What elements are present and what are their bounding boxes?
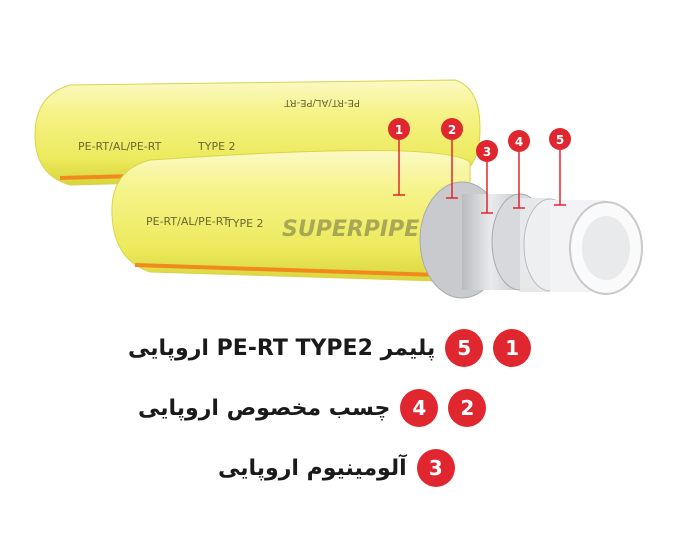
legend-row-3: آلومینیوم اروپایی 3	[218, 449, 455, 487]
front-pipe-print: PE-RT/AL/PE-RT	[146, 215, 230, 228]
back-pipe-print: PE-RT/AL/PE-RT	[78, 140, 162, 153]
legend-badge: 1	[493, 329, 532, 367]
legend-text: چسب مخصوص اروپایی	[138, 395, 391, 421]
callout-number: 5	[556, 133, 564, 147]
callout-number: 1	[395, 123, 403, 137]
legend-badge: 4	[400, 389, 439, 427]
callout-lines	[393, 140, 566, 214]
back-pipe-print-rev: PE-RT/AL/PE-RT	[283, 97, 360, 108]
pipe-layers	[419, 181, 643, 299]
callout-number: 4	[515, 135, 523, 149]
legend-row-1: پلیمر PE-RT TYPE2 اروپایی 5 1	[128, 329, 532, 367]
callout-number: 3	[483, 145, 491, 159]
pipe-illustration: PE-RT/AL/PE-RT TYPE 2 PE-RT/AL/PE-RT PE-…	[34, 79, 643, 299]
front-pipe-type: TYPE 2	[225, 217, 264, 230]
legend-text: آلومینیوم اروپایی	[218, 455, 407, 481]
callout-badges: 1 2 3 4 5	[388, 118, 571, 162]
legend-badge: 3	[416, 449, 455, 487]
legend-badge: 5	[445, 329, 484, 367]
front-pipe-brand: SUPERPIPE	[282, 217, 419, 242]
legend-row-2: چسب مخصوص اروپایی 4 2	[138, 389, 487, 427]
callout-number: 2	[448, 123, 456, 137]
front-pipe: PE-RT/AL/PE-RT TYPE 2 SUPERPIPE	[111, 149, 471, 283]
legend-text: پلیمر PE-RT TYPE2 اروپایی	[128, 335, 436, 361]
back-pipe-type: TYPE 2	[197, 140, 236, 153]
legend-badge: 2	[448, 389, 487, 427]
